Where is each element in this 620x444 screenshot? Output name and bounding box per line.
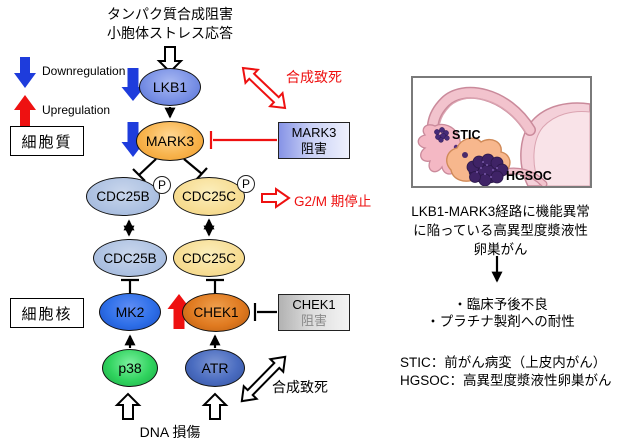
node-mark3: MARK3 [136,121,204,161]
edge-chek1-inhibits-cdc25c [206,278,224,294]
inhibitor-chek1-line1: CHEK1 [292,296,336,312]
legend-upregulation-arrow [14,95,36,127]
hgsoc-tumor-texture [476,161,498,178]
glossary: STIC：前がん病変（上皮内がん） HGSOC：高異型度漿液性卵巣がん [400,354,612,390]
node-atr: ATR [185,349,245,387]
anatomy-panel: STIC HGSOC [411,76,592,188]
edge-mark3box-inhibits-mark3 [209,131,277,149]
legend-downregulation-label: Downregulation [42,64,126,78]
dna-damage-label: DNA 損傷 [139,424,201,440]
block-arrow-g2m [261,187,291,209]
edge-chek1box-inhibits-chek1 [253,303,277,321]
inhibitor-box-mark3: MARK3 阻害 [278,122,350,159]
stic-lesion [434,127,450,143]
downregulation-arrow-lkb1 [121,68,145,101]
ovary-lesion-dot-1 [462,152,468,158]
legend-downregulation-arrow [14,57,36,88]
compartment-nucleus: 細胞核 [10,298,84,328]
glossary-hgsoc: HGSOC：高異型度漿液性卵巣がん [400,373,612,388]
legend-upregulation-label: Upregulation [42,103,111,117]
prognosis-bullets: ・臨床予後不良 ・プラチナ製剤への耐性 [393,296,608,330]
hgsoc-label: HGSOC [506,169,552,183]
uterus-inner-shape [533,111,590,186]
phospho-badge-cdc25c: P [237,175,255,193]
node-cdc25b: CDC25B [93,239,167,277]
node-lkb1: LKB1 [139,68,201,106]
hgsoc-description: LKB1-MARK3経路に機能異常 に陥っている高異型度漿液性 卵巣がん [393,202,608,259]
inhibitor-box-chek1: CHEK1 阻害 [278,294,350,331]
node-cdc25c-phospho: CDC25C [173,177,245,216]
hgsoc-description-line2: に陥っている高異型度漿液性 [413,223,588,238]
prognosis-bullet-2: ・プラチナ製剤への耐性 [426,314,575,329]
hgsoc-description-line1: LKB1-MARK3経路に機能異常 [411,204,590,219]
node-cdc25c: CDC25C [173,239,245,277]
stimulus-line2: 小胞体ストレス応答 [107,25,233,41]
g2m-arrest-label: G2/M 期停止 [294,194,372,209]
node-chek1: CHEK1 [182,293,250,332]
anatomy-illustration: STIC HGSOC [417,86,590,186]
synthetic-lethality-top-label: 合成致死 [286,69,342,85]
glossary-stic: STIC：前がん病変（上皮内がん） [400,355,607,370]
inhibitor-chek1-line2: 阻害 [300,312,327,328]
double-arrow-synthetic-lethality-top [241,66,287,110]
double-arrow-synthetic-lethality-bottom [240,355,287,403]
synthetic-lethality-bottom-label: 合成致死 [272,379,328,395]
node-mk2: MK2 [99,293,161,331]
node-p38: p38 [102,349,158,387]
stimulus-text: タンパク質合成阻害 小胞体ストレス応答 [60,5,280,43]
phospho-badge-cdc25b: P [153,176,171,194]
edge-mk2-inhibits-cdc25b [121,278,139,294]
block-arrow-dna-damage-up-right [201,392,229,420]
block-arrow-stimulus-down [156,46,184,74]
hgsoc-description-line3: 卵巣がん [473,242,528,257]
compartment-cytoplasm: 細胞質 [10,126,84,156]
hgsoc-tumor [466,153,509,186]
block-arrow-dna-damage-up-left [114,392,142,420]
inhibitor-mark3-line2: 阻害 [300,140,327,156]
stimulus-line1: タンパク質合成阻害 [107,6,233,22]
inhibitor-mark3-line1: MARK3 [291,124,337,140]
node-cdc25b-phospho: CDC25B [86,177,160,216]
edge-mark3-inhibits-cdc25bp [132,158,157,182]
stic-label: STIC [452,128,480,142]
prognosis-bullet-1: ・臨床予後不良 [453,297,548,312]
